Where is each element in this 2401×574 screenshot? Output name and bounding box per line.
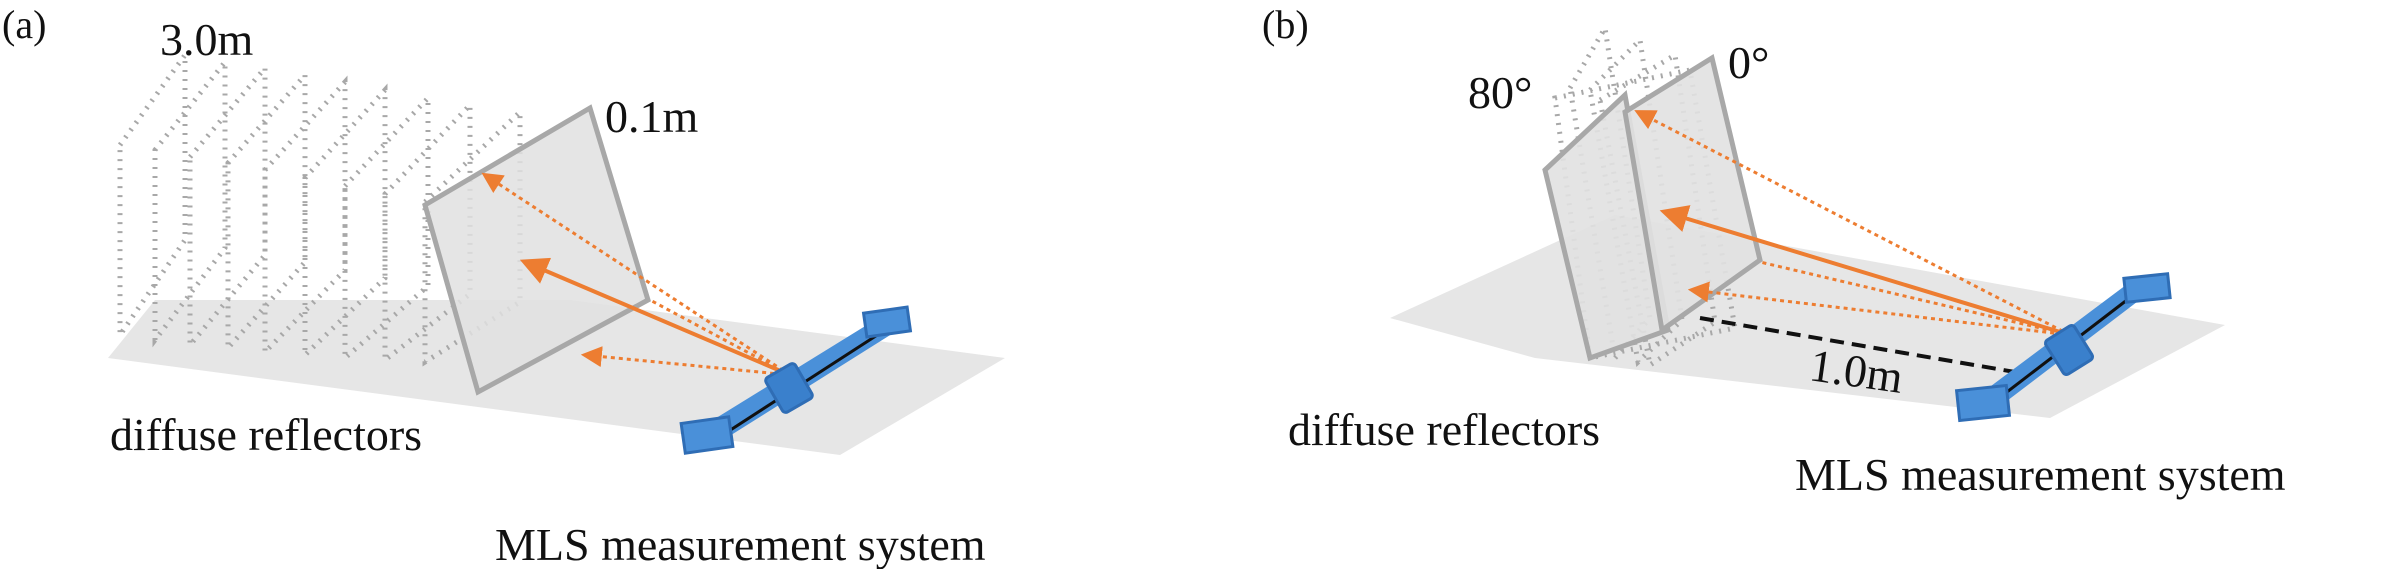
panel-b-beams [1634,110,2071,337]
angle-80-label: 80° [1468,67,1532,118]
beam-solid [1659,205,2071,337]
panel-a-reflector-positions [117,47,523,367]
far-distance-label: 3.0m [160,14,254,65]
panel-a-reflectors-caption: diffuse reflectors [110,409,422,460]
panel-b-mls-system [1954,272,2172,423]
beam-dotted-upper [1634,110,2071,337]
panel-b-system-caption: MLS measurement system [1795,449,2286,500]
rail-end-left [679,415,735,455]
panel-b-reflectors-caption: diffuse reflectors [1288,404,1600,455]
panel-b: (b) 80° [1262,2,2286,500]
reflector-position-outline [422,106,523,367]
panel-a-beams [481,172,791,377]
panel-a: (a) [2,2,1005,570]
beam-return-dotted [1759,260,2071,337]
angle-0-label: 0° [1728,37,1769,88]
scanner-head [2043,324,2095,376]
beam-dotted-lower [580,346,791,377]
beam-return-dotted [649,298,791,377]
scanner-head [764,362,814,414]
rail-end-right [861,305,913,339]
panel-a-label: (a) [2,2,46,47]
reflector-position-outline [382,98,473,366]
panel-b-reflector-80 [1542,90,1671,362]
reflector-position-outline [152,54,228,348]
near-distance-label: 0.1m [605,91,699,142]
panel-b-reflector-positions [1552,20,1738,370]
reflector-position-outline [302,83,388,361]
reflector-position-outline [1552,67,1738,361]
beam-solid [519,257,791,377]
panel-a-floor [108,300,1005,455]
distance-dashed-line [1699,316,2016,374]
panel-b-reflector-0 [1622,54,1763,335]
panel-a-system-caption: MLS measurement system [495,519,986,569]
panel-b-label: (b) [1262,2,1309,47]
rail-end-right [2122,272,2172,304]
panel-a-near-reflector [422,104,651,396]
panel-a-mls-system [679,305,913,455]
rail-end-left [1954,383,2012,423]
reflector-position-outline [1567,20,1653,364]
reflector-position-outline [262,75,348,359]
